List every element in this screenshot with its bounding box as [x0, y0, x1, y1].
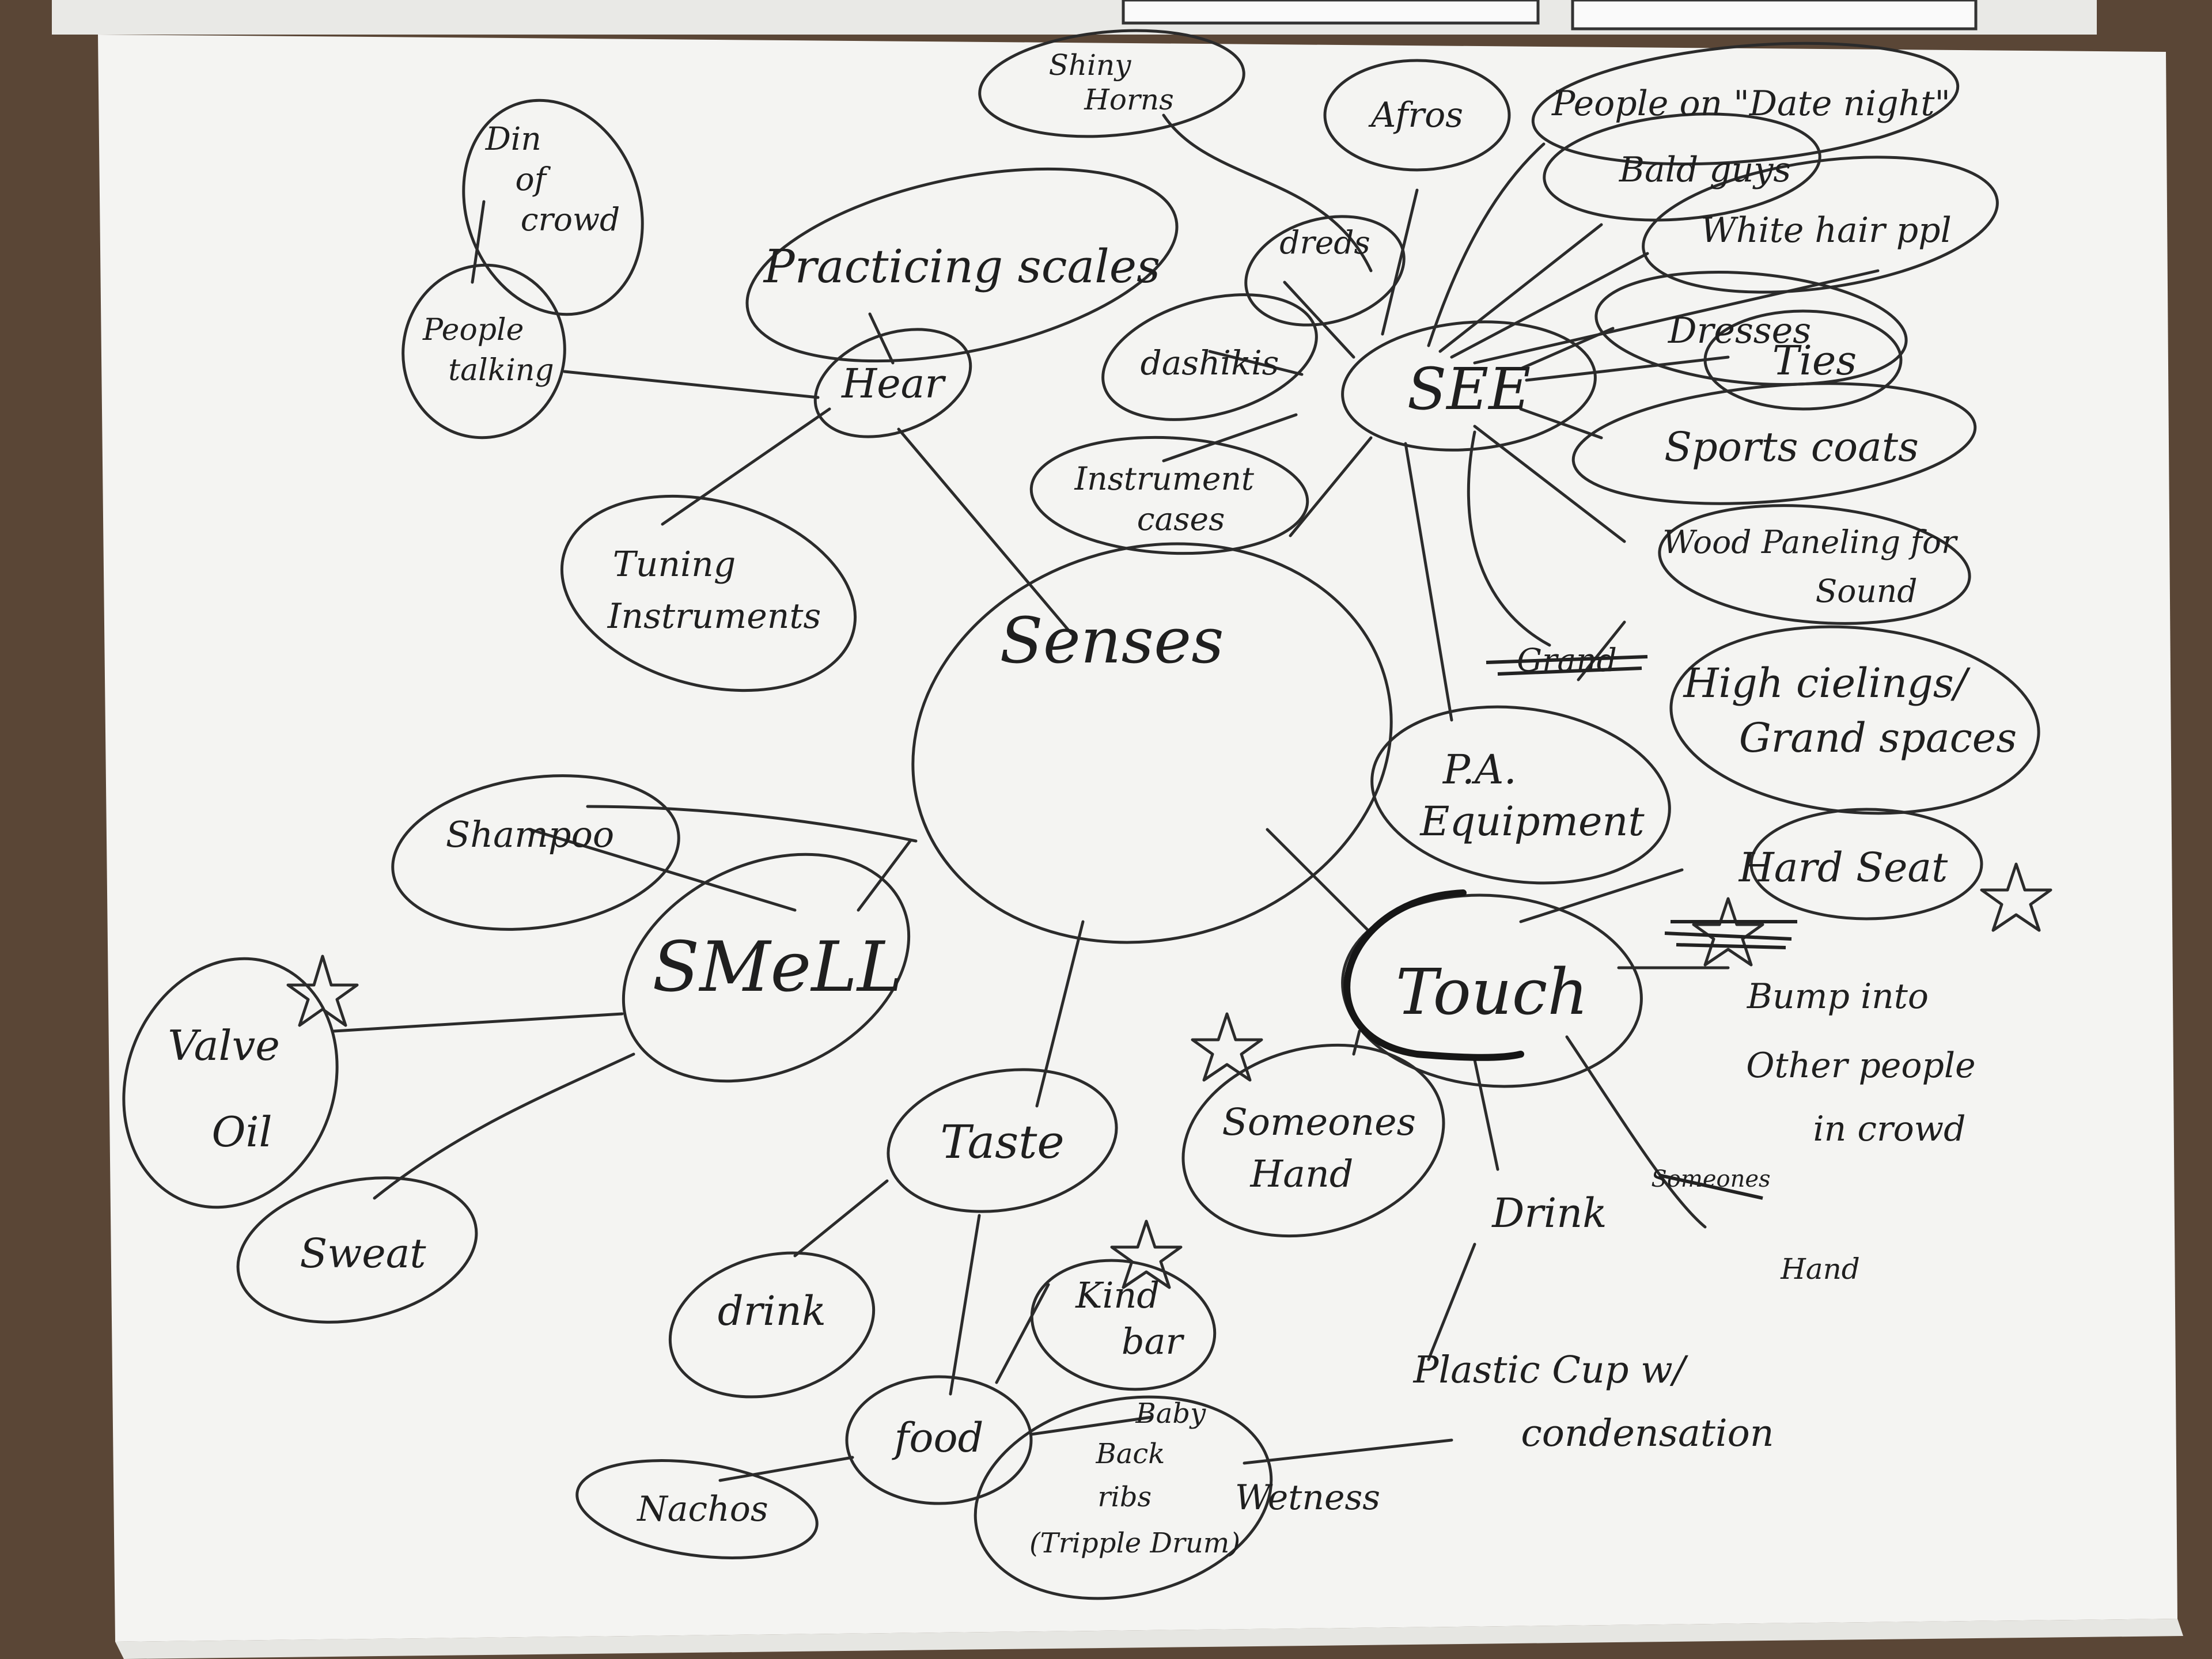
node-nachos: Nachos [636, 1489, 768, 1529]
strike-through [1658, 1173, 1763, 1200]
back-paper-box [1571, 0, 1978, 31]
node-shampoo: Shampoo [446, 813, 615, 855]
node-sweat: Sweat [300, 1230, 426, 1277]
node-baby-back-ribs: Baby Back ribs (Tripple Drum) [1029, 1397, 1240, 1559]
node-senses: Senses [999, 604, 1224, 677]
node-bubbles [122, 29, 2040, 1600]
node-people-talking: People talking [422, 313, 554, 388]
node-touch: Touch [1396, 955, 1588, 1029]
node-labels: Senses Hear SEE SMeLL Taste Touch Din of… [168, 48, 2017, 1559]
node-drink-taste: drink [718, 1287, 826, 1335]
node-taste: Taste [940, 1115, 1064, 1169]
touch-bold-stroke [1343, 889, 1524, 1061]
node-bald-guys: Bald guys [1619, 150, 1791, 190]
star-icon [1110, 1219, 1183, 1289]
node-tuning-instruments: Tuning Instruments [607, 544, 821, 637]
connector-lines [332, 113, 1880, 1482]
node-smell: SMeLL [652, 927, 903, 1007]
node-dresses: Dresses [1668, 309, 1811, 351]
node-someones-hand: Someones Hand [1222, 1101, 1427, 1196]
node-hard-seat: Hard Seat [1738, 844, 1948, 891]
node-food: food [891, 1414, 983, 1461]
node-shiny-horns: Shiny Horns [1049, 48, 1174, 116]
node-someones-struck: Someones [1651, 1166, 1770, 1192]
star-scribble [1664, 920, 1797, 949]
star-icon [1692, 897, 1764, 967]
node-see: SEE [1407, 355, 1531, 423]
node-plastic-cup: Plastic Cup w/ condensation [1413, 1349, 1774, 1455]
node-afros: Afros [1368, 95, 1463, 135]
node-kind-bar: Kind bar [1075, 1274, 1184, 1362]
node-sports-coats: Sports coats [1664, 423, 1919, 471]
star-icon [1191, 1012, 1263, 1082]
node-din-of-crowd: Din of crowd [485, 120, 620, 238]
paper-edge [115, 1619, 2183, 1659]
node-high-ceilings: High cielings/ Grand spaces [1682, 660, 2017, 762]
back-paper-box [1122, 0, 1540, 25]
node-drink-touch: Drink [1491, 1190, 1607, 1237]
node-practicing-scales: Practicing scales [763, 240, 1160, 293]
node-dreds: dreds [1279, 224, 1370, 261]
star-marks [286, 862, 2052, 1289]
node-instrument-cases: Instrument cases [1074, 460, 1264, 537]
node-wetness: Wetness [1235, 1478, 1380, 1518]
node-hear: Hear [840, 360, 946, 407]
star-icon [1980, 862, 2052, 932]
paper-sheet [98, 35, 2177, 1642]
node-valve-oil: Valve Oil [168, 1021, 293, 1156]
node-wood-paneling: Wood Paneling for Sound [1662, 524, 1967, 609]
node-dashikis: dashikis [1141, 343, 1279, 382]
node-white-hair-ppl: White hair ppl [1700, 210, 1952, 251]
star-icon [286, 955, 359, 1027]
node-people-date-night: People on "Date night" [1551, 84, 1950, 124]
node-pa-equipment: P.A. Equipment [1419, 746, 1645, 845]
strike-through [1486, 655, 1648, 676]
node-ties: Ties [1772, 337, 1857, 384]
node-bump-into: Bump into Other people in crowd [1746, 976, 1986, 1149]
node-hand-struck: Hand [1780, 1252, 1860, 1286]
